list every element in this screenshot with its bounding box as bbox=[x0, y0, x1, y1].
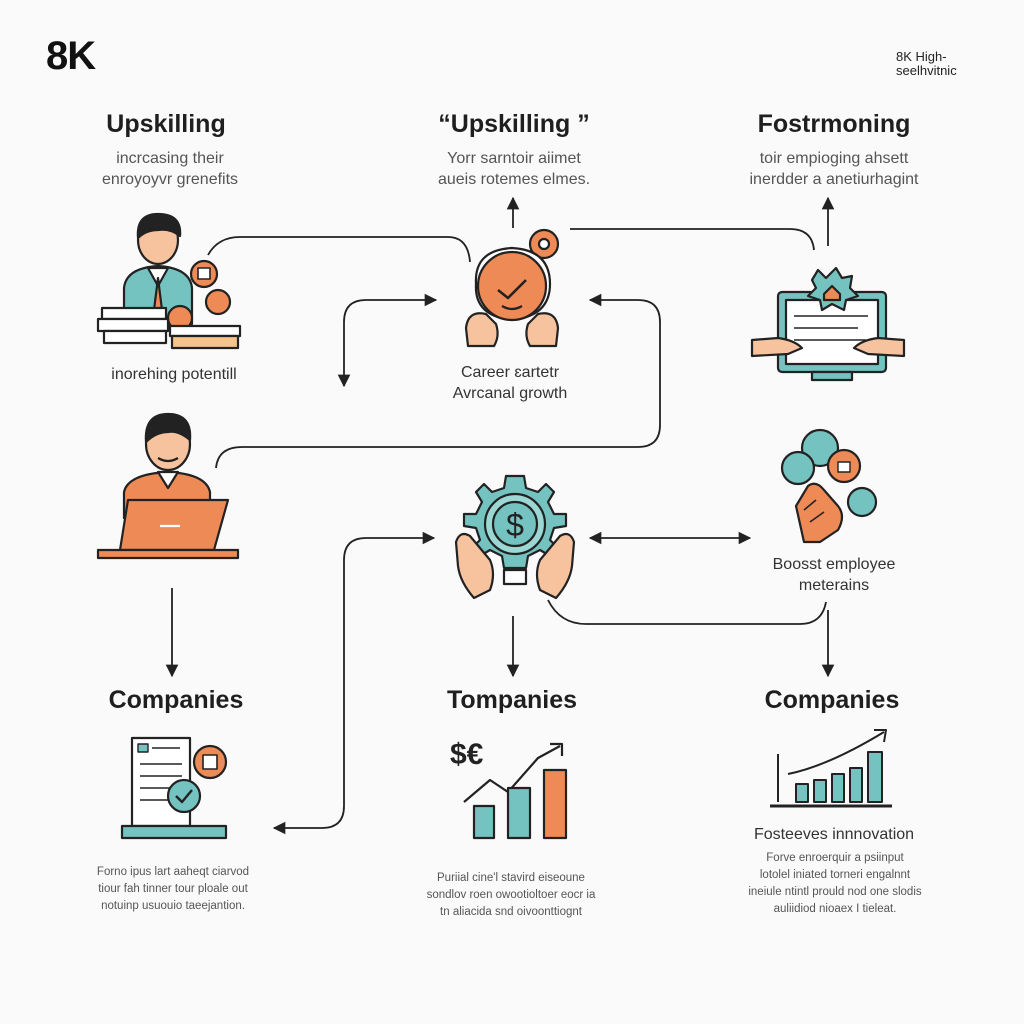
monitor-handshake-icon bbox=[750, 266, 906, 382]
column-subtitle-center: Yorr sarntoir aiimet aueis rotemes elmes… bbox=[384, 148, 644, 190]
caption-right-bottom: Fosteeves innnovation bbox=[753, 826, 915, 843]
connector-left-to-center bbox=[207, 236, 471, 263]
caption-left-mid: inorehing potentill bbox=[54, 364, 294, 385]
person-desk-icon bbox=[96, 212, 242, 350]
bar-chart-trend-icon bbox=[770, 729, 892, 808]
caption-line: Career ɛartetr bbox=[460, 364, 560, 381]
document-check-icon bbox=[120, 736, 228, 840]
column-subtitle-right: toir empioging ahsett inerdder a anetiur… bbox=[704, 148, 964, 190]
subtitle-line: incrcasing their bbox=[116, 150, 224, 167]
footer-line: Forno ipus lart aaheqt ciarvod bbox=[96, 866, 250, 878]
footer-right: Forve enroerquir a psiinput lotolel inia… bbox=[720, 850, 950, 918]
subtitle-line: enroyoyvr grenefits bbox=[101, 171, 239, 188]
footer-line: tn aliacida snd oivoonttiognt bbox=[440, 906, 582, 918]
footer-line: notuinp usuouio taeejantion. bbox=[101, 900, 245, 912]
footer-line: tiour fah tinner tour ploale out bbox=[98, 883, 248, 895]
connector-gear-to-right bbox=[547, 599, 827, 625]
subtitle-line: Yorr sarntoir aiimet bbox=[447, 150, 581, 167]
column-subtitle-left: incrcasing their enroyoyvr grenefits bbox=[40, 148, 300, 190]
subtitle-line: aueis rotemes elmes. bbox=[437, 171, 591, 188]
bar-chart-growth-icon bbox=[463, 742, 568, 840]
connector-loop-left bbox=[337, 293, 438, 388]
bottom-title-center: Tompanies bbox=[446, 686, 578, 714]
brand-logo-text: 8K bbox=[46, 34, 96, 78]
footer-line: auliidiod nioaex I tieleat. bbox=[773, 903, 897, 915]
quality-badge: 8K High- seelhvitnic bbox=[896, 50, 986, 78]
caption-line: inorehing potentill bbox=[111, 366, 237, 383]
caption-line: meterains bbox=[798, 577, 870, 594]
column-title-center: “Upskilling ” bbox=[438, 110, 590, 138]
hand-bubbles-icon bbox=[780, 428, 878, 544]
footer-line: lotolel iniated torneri engalnnt bbox=[759, 869, 911, 881]
badge-line: 8K High- bbox=[896, 49, 947, 64]
subtitle-line: inerdder a anetiurhagint bbox=[749, 171, 919, 188]
column-title-left: Upskilling bbox=[106, 110, 226, 138]
caption-line: Avrcanal growth bbox=[452, 385, 568, 402]
footer-line: ineiule ntintl prould nod one slodis bbox=[748, 886, 922, 898]
currency-symbols: $€ bbox=[450, 738, 484, 771]
footer-left: Forno ipus lart aaheqt ciarvod tiour fah… bbox=[58, 864, 288, 915]
person-laptop-icon bbox=[96, 412, 240, 560]
bottom-title-right: Companies bbox=[764, 686, 900, 714]
gear-dollar-icon: $ bbox=[454, 474, 576, 600]
footer-center: Puriial cine'l stavird eiseoune sondlov … bbox=[396, 870, 626, 921]
footer-line: Puriial cine'l stavird eiseoune bbox=[437, 872, 585, 884]
caption-right-lower: Boosst employee meterains bbox=[714, 554, 954, 596]
footer-line: Forve enroerquir a psiinput bbox=[766, 852, 904, 864]
dollar-symbol: $ bbox=[506, 507, 524, 543]
badge-line: seelhvitnic bbox=[896, 63, 957, 78]
connector-loop-middle bbox=[215, 293, 661, 469]
footer-line: sondlov roen owootioltoer eocr ia bbox=[426, 889, 596, 901]
caption-center-mid: Career ɛartetr Avrcanal growth bbox=[390, 362, 630, 404]
connector-loop-bottom-left bbox=[272, 531, 436, 835]
caption-line: Boosst employee bbox=[772, 556, 896, 573]
subtitle-line: toir empioging ahsett bbox=[759, 150, 909, 167]
bottom-title-left: Companies bbox=[108, 686, 244, 714]
brain-gear-icon bbox=[464, 228, 560, 348]
column-title-right: Fostrmoning bbox=[757, 110, 911, 138]
connector-center-to-right bbox=[570, 228, 815, 251]
